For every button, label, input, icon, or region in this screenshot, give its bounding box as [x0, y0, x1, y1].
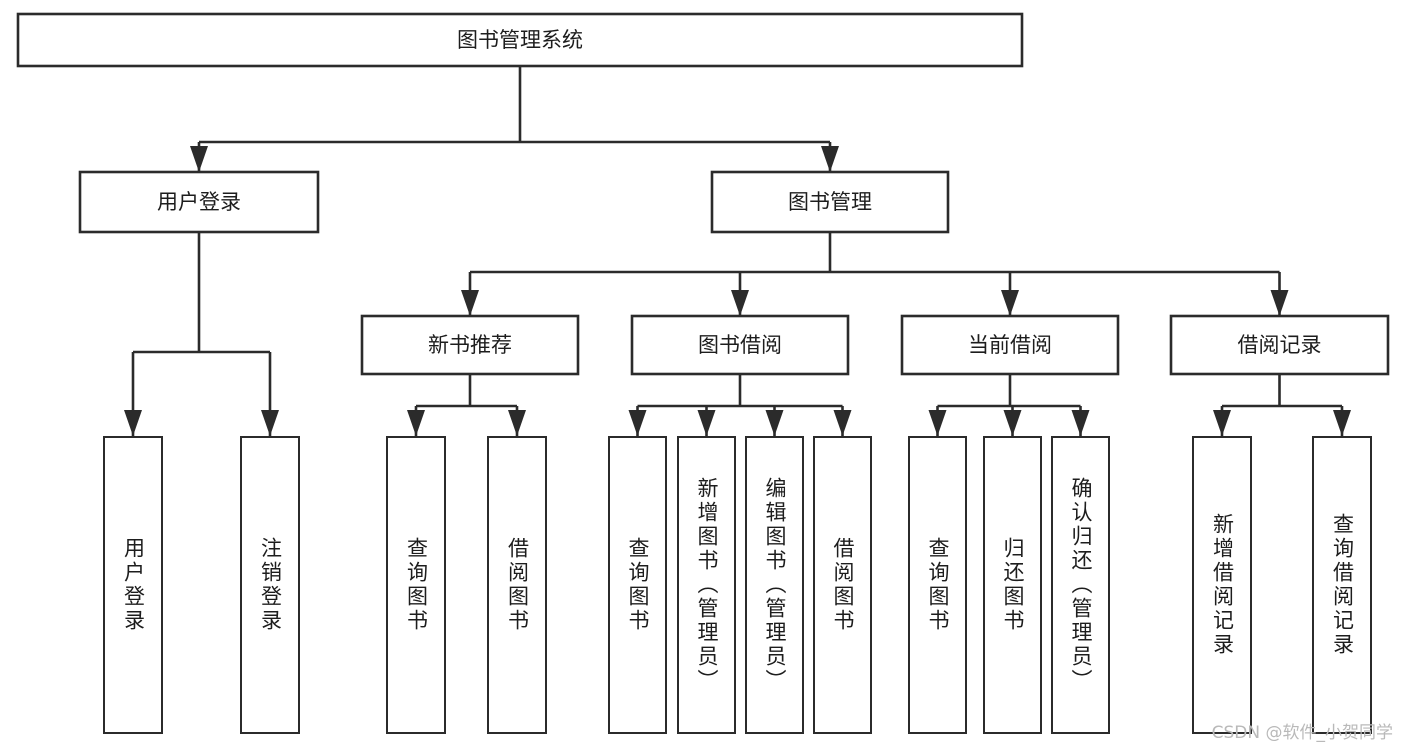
arrowhead — [461, 290, 479, 316]
node-current-borrow-label: 当前借阅 — [968, 333, 1052, 357]
arrowhead — [821, 146, 839, 172]
arrowhead — [765, 410, 784, 436]
node-leaf-add-record-label: 新增借阅记录 — [1210, 513, 1235, 657]
node-leaf-query-book-cur[interactable]: 查询图书 — [908, 436, 967, 734]
node-leaf-edit-book[interactable]: 编辑图书（管理员） — [745, 436, 804, 734]
arrowhead — [1333, 410, 1351, 436]
node-leaf-user-login-label: 用户登录 — [121, 537, 146, 633]
arrowhead — [1003, 410, 1022, 436]
node-root[interactable]: 图书管理系统 — [16, 12, 1024, 68]
node-leaf-return-book-label: 归还图书 — [1001, 537, 1025, 633]
arrowhead — [731, 290, 749, 316]
arrowhead — [124, 410, 142, 436]
node-leaf-query-book-borrow-label: 查询图书 — [626, 537, 650, 633]
node-leaf-query-record-label: 查询借阅记录 — [1330, 513, 1355, 657]
node-current-borrow-rect — [900, 314, 1120, 376]
arrowhead — [261, 410, 279, 436]
arrowhead — [1213, 410, 1231, 436]
node-leaf-user-login[interactable]: 用户登录 — [103, 436, 163, 734]
node-leaf-add-record[interactable]: 新增借阅记录 — [1192, 436, 1252, 734]
node-leaf-borrow-book-rec[interactable]: 借阅图书 — [487, 436, 547, 734]
node-leaf-confirm-return[interactable]: 确认归还（管理员） — [1051, 436, 1110, 734]
node-leaf-confirm-return-label: 确认归还（管理员） — [1069, 477, 1093, 693]
node-leaf-borrow-book-label: 借阅图书 — [831, 537, 855, 633]
node-leaf-query-record[interactable]: 查询借阅记录 — [1312, 436, 1372, 734]
arrowhead — [628, 410, 647, 436]
node-borrow-record-label: 借阅记录 — [1238, 333, 1322, 357]
node-book-borrow[interactable]: 图书借阅 — [630, 314, 850, 376]
node-book-manage-label: 图书管理 — [788, 190, 872, 214]
node-user-login[interactable]: 用户登录 — [78, 170, 320, 234]
arrowhead — [1270, 290, 1289, 316]
node-leaf-add-book[interactable]: 新增图书（管理员） — [677, 436, 736, 734]
node-book-borrow-rect — [630, 314, 850, 376]
connector-layer — [124, 66, 1351, 436]
node-leaf-user-logout-label: 注销登录 — [258, 537, 283, 633]
node-root-rect — [16, 12, 1024, 68]
node-book-manage[interactable]: 图书管理 — [710, 170, 950, 234]
arrowhead — [508, 410, 526, 436]
node-current-borrow[interactable]: 当前借阅 — [900, 314, 1120, 376]
node-borrow-record[interactable]: 借阅记录 — [1169, 314, 1390, 376]
node-new-book-recommend-rect — [360, 314, 580, 376]
arrowhead — [697, 410, 716, 436]
node-user-login-rect — [78, 170, 320, 234]
arrowhead — [407, 410, 425, 436]
node-book-borrow-label: 图书借阅 — [698, 333, 782, 357]
watermark-label: CSDN @软件_小贺同学 — [1211, 723, 1393, 743]
node-new-book-recommend[interactable]: 新书推荐 — [360, 314, 580, 376]
node-root-label: 图书管理系统 — [457, 28, 583, 52]
node-leaf-query-book-borrow[interactable]: 查询图书 — [608, 436, 667, 734]
node-leaf-user-logout[interactable]: 注销登录 — [240, 436, 300, 734]
node-book-manage-rect — [710, 170, 950, 234]
arrowhead — [1001, 290, 1019, 316]
node-leaf-borrow-book-rec-label: 借阅图书 — [505, 537, 530, 633]
arrowhead — [928, 410, 947, 436]
node-leaf-query-book-rec[interactable]: 查询图书 — [386, 436, 446, 734]
arrowhead — [190, 146, 208, 172]
node-leaf-query-book-rec-label: 查询图书 — [404, 537, 429, 633]
arrowhead — [1071, 410, 1090, 436]
node-borrow-record-rect — [1169, 314, 1390, 376]
node-new-book-recommend-label: 新书推荐 — [428, 333, 512, 357]
node-leaf-return-book[interactable]: 归还图书 — [983, 436, 1042, 734]
node-leaf-add-book-label: 新增图书（管理员） — [695, 477, 719, 693]
node-leaf-borrow-book[interactable]: 借阅图书 — [813, 436, 872, 734]
node-leaf-query-book-cur-label: 查询图书 — [926, 537, 950, 633]
node-leaf-edit-book-label: 编辑图书（管理员） — [763, 477, 787, 693]
node-user-login-label: 用户登录 — [157, 190, 241, 214]
arrowhead — [833, 410, 852, 436]
